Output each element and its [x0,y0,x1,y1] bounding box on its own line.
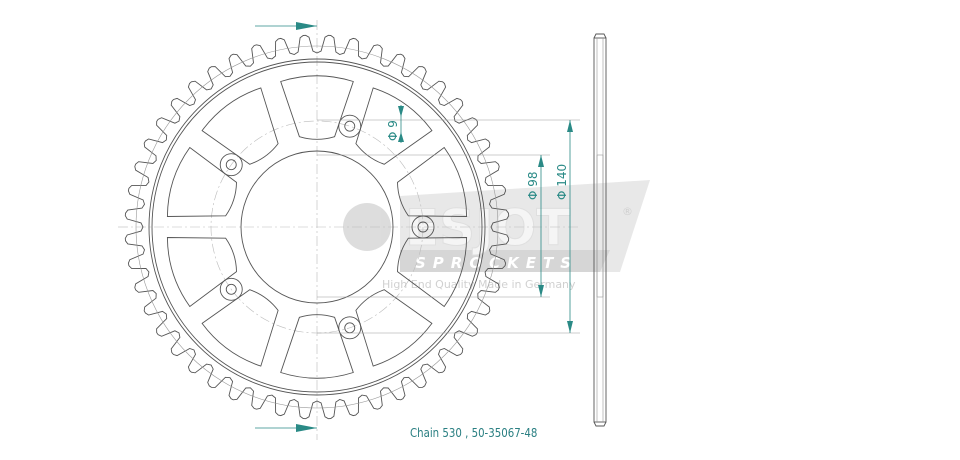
bolt-hole [411,215,435,239]
watermark-sub: SPROCKETS [415,254,578,272]
bolt-hole [219,277,243,301]
sprocket-teeth-outline [124,34,510,420]
bolt-hole [219,153,243,177]
inner-ring-2 [151,61,483,393]
window-cutout [166,237,237,308]
window-cutout [280,75,354,140]
bolt-hole [338,316,362,340]
window-cutout [355,87,433,165]
inner-ring [148,58,486,396]
window-cutout [355,289,433,367]
lightening-windows [166,75,468,379]
window-cutout [280,314,354,379]
watermark-tagline: High End Quality Made in Germany [382,278,576,291]
pitch-circle [135,45,499,409]
watermark-brand: ESJOT [405,199,570,257]
window-cutout [397,146,468,217]
bolt-holes [219,114,435,340]
window-cutout [166,146,237,217]
dim-140-label: Φ 140 [555,164,569,200]
dim-bolt-circle-label: Φ 98 [526,171,540,200]
bolt-hole [225,159,237,171]
part-caption: Chain 530 , 50-35067-48 [410,426,538,440]
bolt-hole [338,114,362,138]
window-cutout [397,237,468,308]
watermark-logo: ESJOT ® SPROCKETS High End Quality Made … [343,180,650,291]
window-cutout [201,289,279,367]
window-cutout [201,87,279,165]
bolt-hole [417,221,429,233]
bolt-hole [344,120,356,132]
watermark-registered: ® [622,205,633,218]
dim-hole-label: Φ 9 [386,120,400,141]
side-view [593,33,607,427]
bolt-hole [225,283,237,295]
dimension-lines [255,22,580,432]
hub-bore [240,150,394,304]
